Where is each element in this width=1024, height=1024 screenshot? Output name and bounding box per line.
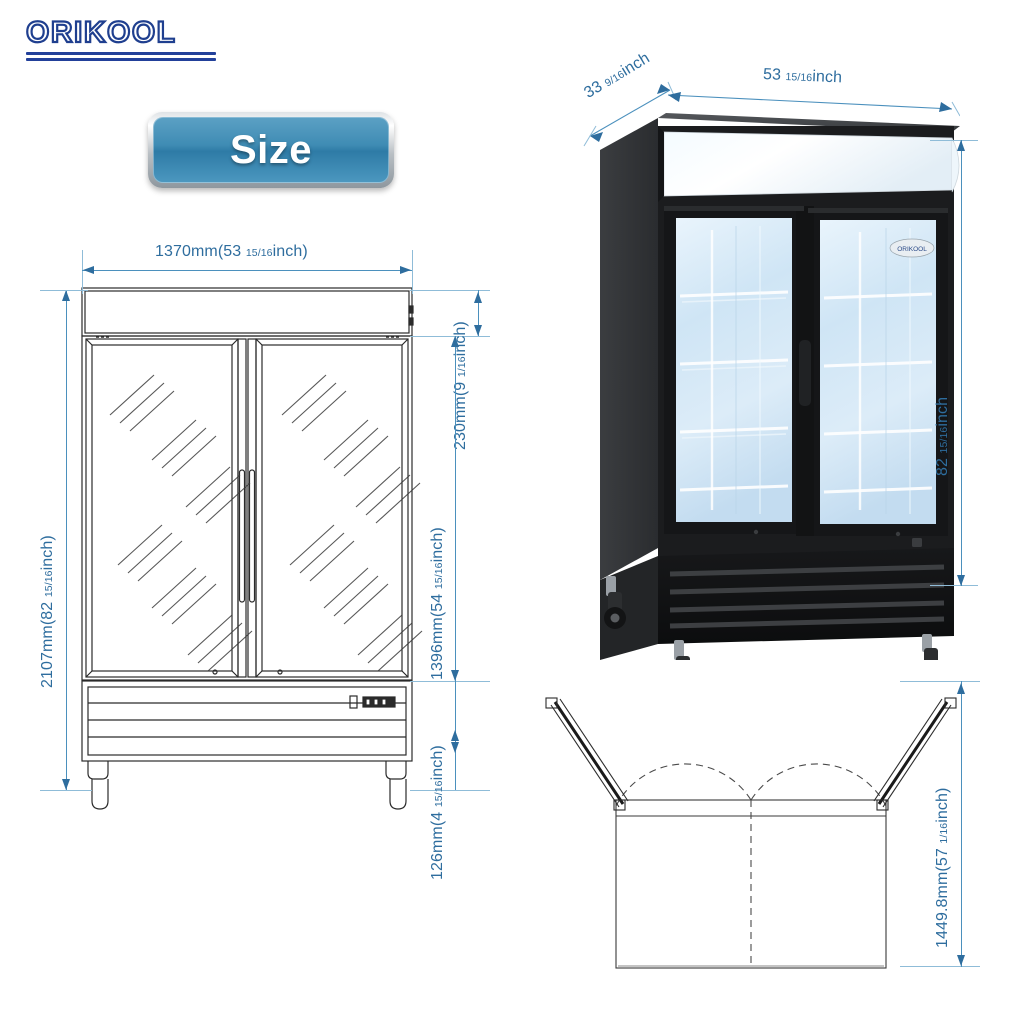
dim-line-width [82, 270, 412, 271]
logo-rule-top [26, 52, 216, 55]
size-badge-label: Size [229, 127, 313, 172]
dim-label-base: 126mm(4 15/16inch) [429, 745, 446, 880]
ext-line-iso-top [930, 140, 978, 141]
dim-depth-group [572, 58, 702, 178]
front-elevation-svg [81, 287, 423, 810]
ext-line-top-height [40, 290, 88, 291]
ext-line-left-width [82, 250, 83, 294]
dim-arrow-base-bottom [451, 742, 459, 753]
dim-arrow-swing-top [957, 683, 965, 694]
dim-line-total-height [66, 290, 67, 790]
ext-line-base-bottom [410, 790, 490, 791]
dim-arrow-door-bottom [451, 670, 459, 681]
ext-line-swing-bottom [900, 966, 980, 967]
dim-arrow-width-left [83, 266, 94, 274]
ext-line-canopy-bottom [410, 336, 490, 337]
ext-line-swing-top [900, 681, 980, 682]
dim-arrow-canopy-top [474, 292, 482, 303]
isometric-product-svg: ORIKOOL [600, 113, 960, 660]
ext-line-right-width [412, 250, 413, 294]
ext-line-canopy-top [410, 290, 490, 291]
dim-arrow-door-top [451, 336, 459, 347]
brand-logo: ORIKOOL [25, 15, 216, 68]
isometric-product-photo: ORIKOOL [560, 40, 1020, 660]
ext-line-iso-bottom [930, 585, 978, 586]
dim-arrow-swing-bottom [957, 955, 965, 966]
ext-line-bottom-height [40, 790, 92, 791]
dim-label-iso-height: 82 15/16inch [934, 396, 951, 476]
dim-label-door: 1396mm(54 15/16inch) [429, 527, 446, 680]
dim-arrow-base-top [451, 730, 459, 741]
dim-arrow-iso-height-bottom [957, 575, 965, 586]
door-swing-plan-drawing [520, 660, 970, 990]
dim-arrow-total-height-top [62, 290, 70, 301]
dim-line-door [455, 336, 456, 681]
ext-line-door-bottom [410, 681, 490, 682]
door-swing-plan-svg [545, 697, 957, 969]
svg-text:ORIKOOL: ORIKOOL [897, 246, 927, 253]
brand-wordmark: ORIKOOL [25, 15, 177, 50]
size-badge-inner: Size [153, 117, 389, 183]
front-elevation-drawing [0, 0, 520, 900]
dim-label-total-height: 2107mm(82 15/16inch) [39, 535, 56, 688]
dim-width-group [660, 78, 960, 138]
dim-arrow-canopy-bottom [474, 325, 482, 336]
dim-label-iso-width: 53 15/16inch [762, 66, 843, 87]
dim-line-canopy [478, 290, 479, 336]
dim-line-swing [961, 681, 962, 967]
dim-arrow-iso-height-top [957, 140, 965, 151]
size-badge: Size [148, 112, 394, 188]
dim-arrow-total-height-bottom [62, 779, 70, 790]
dim-line-iso-height [961, 140, 962, 586]
dim-arrow-width-right [400, 266, 411, 274]
dim-label-width: 1370mm(53 15/16inch) [155, 243, 308, 260]
dim-label-swing: 1449.8mm(57 1/16inch) [934, 787, 951, 948]
logo-rule-bottom [26, 58, 216, 61]
